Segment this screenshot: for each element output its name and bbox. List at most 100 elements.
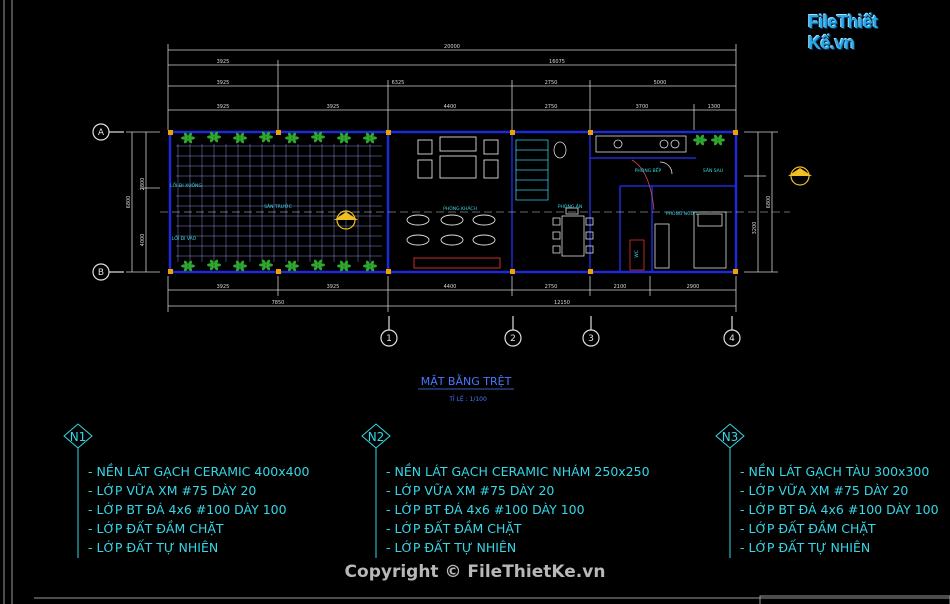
dim-top-r2-1: 3925 xyxy=(217,80,230,86)
dim-bot-r1-1: 3925 xyxy=(217,284,230,290)
plant-leaf xyxy=(339,137,345,144)
plant-leaf xyxy=(213,264,219,271)
plant-leaf xyxy=(313,264,319,271)
plant-leaf xyxy=(183,265,189,272)
plant-leaf xyxy=(239,260,245,267)
dim-bot-r2-2: 12150 xyxy=(554,300,570,306)
plant-leaf xyxy=(343,132,349,139)
plants xyxy=(181,131,725,272)
stairs-and-dining xyxy=(515,135,687,257)
dim-top-r3-6: 1300 xyxy=(708,104,721,110)
bedroom-furniture xyxy=(629,159,727,271)
note-n2-code: N2 xyxy=(368,430,385,444)
dim-top-total: 20000 xyxy=(444,44,460,50)
plant-leaf xyxy=(235,260,241,267)
plant-leaf xyxy=(235,137,241,144)
plant-leaf xyxy=(209,264,215,271)
label-wc: WC xyxy=(634,250,640,258)
note-n3-line-2: - LỚP VỮA XM #75 DÀY 20 xyxy=(740,483,908,498)
dim-top-r3-3: 4400 xyxy=(444,104,457,110)
plant-leaf xyxy=(239,132,245,139)
plant-leaf xyxy=(343,260,349,267)
plant-leaf xyxy=(317,259,323,266)
plant-leaf xyxy=(209,259,215,266)
dim-top-mid-2: 16075 xyxy=(549,59,565,65)
room-labels: LỐI ĐI XUỐNG SÂN TRƯỚC LỐI ĐI VÀO PHÒNG … xyxy=(170,166,723,258)
note-n1-line-1: - NỀN LÁT GẠCH CERAMIC 400x400 xyxy=(88,463,310,479)
plant-leaf xyxy=(213,131,219,138)
front-yard-tiles xyxy=(176,144,382,262)
plant-leaf xyxy=(343,265,349,272)
note-n2-line-5: - LỚP ĐẤT TỰ NHIÊN xyxy=(386,539,516,555)
note-n1-line-2: - LỚP VỮA XM #75 DÀY 20 xyxy=(88,483,256,498)
axis-label-3: 3 xyxy=(588,334,594,344)
note-n2-line-3: - LỚP BT ĐÁ 4x6 #100 DÀY 100 xyxy=(386,502,585,517)
top-dimension-text: 20000 3925 16075 3925 6325 2750 5000 392… xyxy=(217,44,721,110)
label-san-sau: SÂN SAU xyxy=(703,167,723,174)
plant-leaf xyxy=(287,265,293,272)
plant-leaf xyxy=(291,265,297,272)
note-n2-line-4: - LỚP ĐẤT ĐẦM CHẶT xyxy=(386,520,522,536)
plant-leaf xyxy=(261,136,267,143)
plant-leaf xyxy=(265,259,271,266)
plant-leaf xyxy=(339,265,345,272)
label-phong-an: PHÒNG ĂN xyxy=(558,203,582,210)
drawing-title-block: MẶT BẰNG TRỆT TỈ LỆ : 1/100 xyxy=(418,374,514,403)
plant-leaf xyxy=(213,136,219,143)
plant-leaf xyxy=(291,137,297,144)
plant-leaf xyxy=(713,139,719,146)
plant-leaf xyxy=(183,132,189,139)
plant-leaf xyxy=(235,132,241,139)
label-san-truoc: SÂN TRƯỚC xyxy=(264,203,292,210)
note-n3-line-3: - LỚP BT ĐÁ 4x6 #100 DÀY 100 xyxy=(740,502,939,517)
dim-bot-r1-5: 2100 xyxy=(614,284,627,290)
axis-label-b: B xyxy=(98,268,104,278)
plant-leaf xyxy=(209,131,215,138)
label-phong-khach: PHÒNG KHÁCH xyxy=(443,205,477,212)
plant-leaf xyxy=(187,137,193,144)
plant-leaf xyxy=(313,259,319,266)
plant-leaf xyxy=(261,264,267,271)
plant-leaf xyxy=(187,132,193,139)
dim-right-2: 3200 xyxy=(752,222,758,235)
plant-leaf xyxy=(717,134,723,141)
plant-leaf xyxy=(265,136,271,143)
note-n1: N1 - NỀN LÁT GẠCH CERAMIC 400x400 - LỚP … xyxy=(63,423,310,558)
dim-top-r3-2: 3925 xyxy=(327,104,340,110)
axis-label-1: 1 xyxy=(386,334,392,344)
plant-leaf xyxy=(313,136,319,143)
plant-leaf xyxy=(695,134,701,141)
plant-leaf xyxy=(365,260,371,267)
bottom-dimensions xyxy=(167,276,737,312)
dim-left-2: 4000 xyxy=(140,234,146,247)
plant-leaf xyxy=(187,265,193,272)
plant-leaf xyxy=(213,259,219,266)
plant-leaf xyxy=(235,265,241,272)
note-n3-line-5: - LỚP ĐẤT TỰ NHIÊN xyxy=(740,539,870,555)
note-n2-line-2: - LỚP VỮA XM #75 DÀY 20 xyxy=(386,483,554,498)
grid-axis-labels: A B 1 2 3 4 xyxy=(98,128,735,344)
plant-leaf xyxy=(369,137,375,144)
note-n2: N2 - NỀN LÁT GẠCH CERAMIC NHÁM 250x250 -… xyxy=(361,423,650,558)
dim-bot-r1-3: 4400 xyxy=(444,284,457,290)
dim-top-r3-1: 3925 xyxy=(217,104,230,110)
plant-leaf xyxy=(287,260,293,267)
label-phong-ngu-1: PHÒNG NGỦ 1 xyxy=(666,209,699,217)
plant-leaf xyxy=(699,139,705,146)
plant-leaf xyxy=(317,131,323,138)
note-n1-line-4: - LỚP ĐẤT ĐẦM CHẶT xyxy=(88,520,224,536)
plant-leaf xyxy=(369,265,375,272)
walls xyxy=(168,130,738,274)
bottom-dimension-text: 3925 3925 4400 2750 2100 2900 7850 12150 xyxy=(217,284,700,306)
label-loi-di-xuong: LỐI ĐI XUỐNG xyxy=(170,181,202,189)
filethietke-logo: FileThiết Kế.vn xyxy=(808,12,920,53)
plant-leaf xyxy=(183,260,189,267)
plant-leaf xyxy=(317,136,323,143)
dim-top-r2-3: 2750 xyxy=(545,80,558,86)
plant-leaf xyxy=(343,137,349,144)
side-dimension-text: 2800 4000 6800 6800 3200 xyxy=(126,178,772,247)
dim-bot-r1-2: 3925 xyxy=(327,284,340,290)
plant-leaf xyxy=(313,131,319,138)
plant-leaf xyxy=(291,132,297,139)
plant-leaf xyxy=(695,139,701,146)
